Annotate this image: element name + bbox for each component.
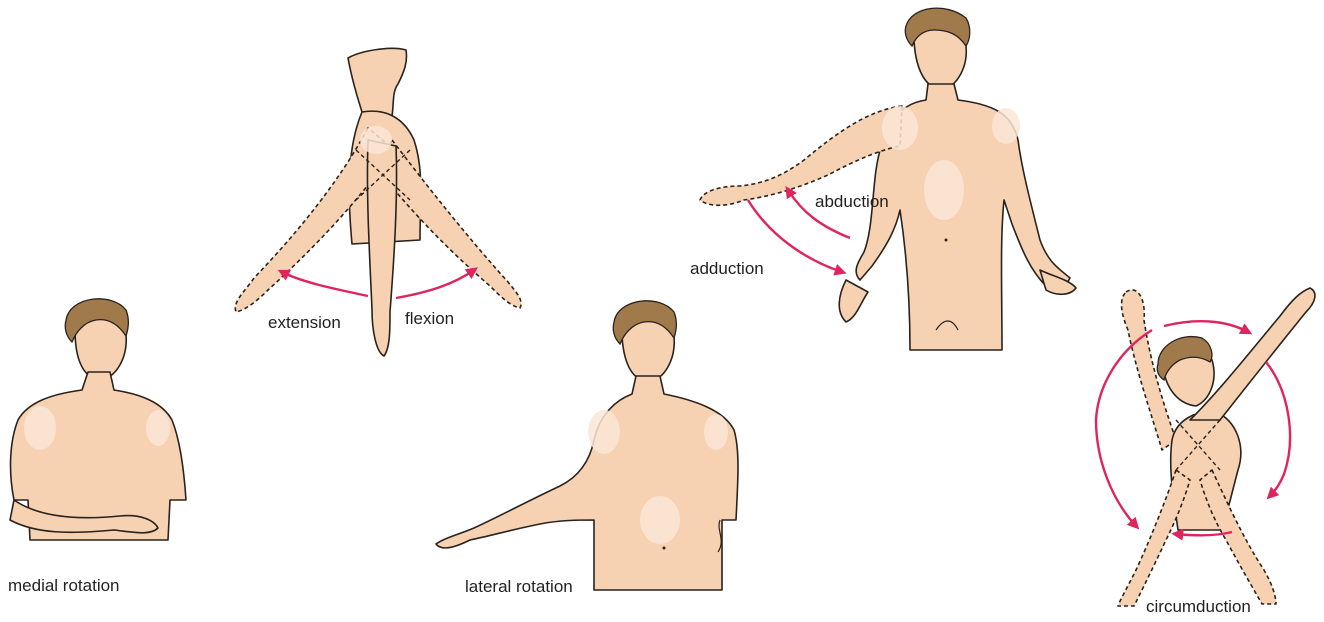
adduction-label: adduction (690, 260, 764, 277)
extension-arrow (282, 272, 368, 296)
extension-label: extension (268, 314, 341, 331)
circumduction-figure (1096, 288, 1315, 606)
circumduction-label: circumduction (1146, 598, 1251, 615)
abduction-label: abduction (815, 193, 889, 210)
flexion-arrow (396, 270, 474, 298)
flexion-label: flexion (405, 310, 454, 327)
medial-rotation-figure (10, 299, 186, 540)
flexion-extension-figure (235, 48, 521, 356)
circumduction-arrow-bottom (1176, 532, 1232, 535)
abduction-adduction-figure (700, 8, 1076, 350)
lateral-rotation-figure (436, 301, 738, 590)
lateral-rotation-label: lateral rotation (465, 578, 573, 595)
medial-rotation-label: medial rotation (8, 577, 120, 594)
circumduction-arrow-right (1266, 362, 1290, 496)
circumduction-arrow-top (1164, 321, 1248, 332)
